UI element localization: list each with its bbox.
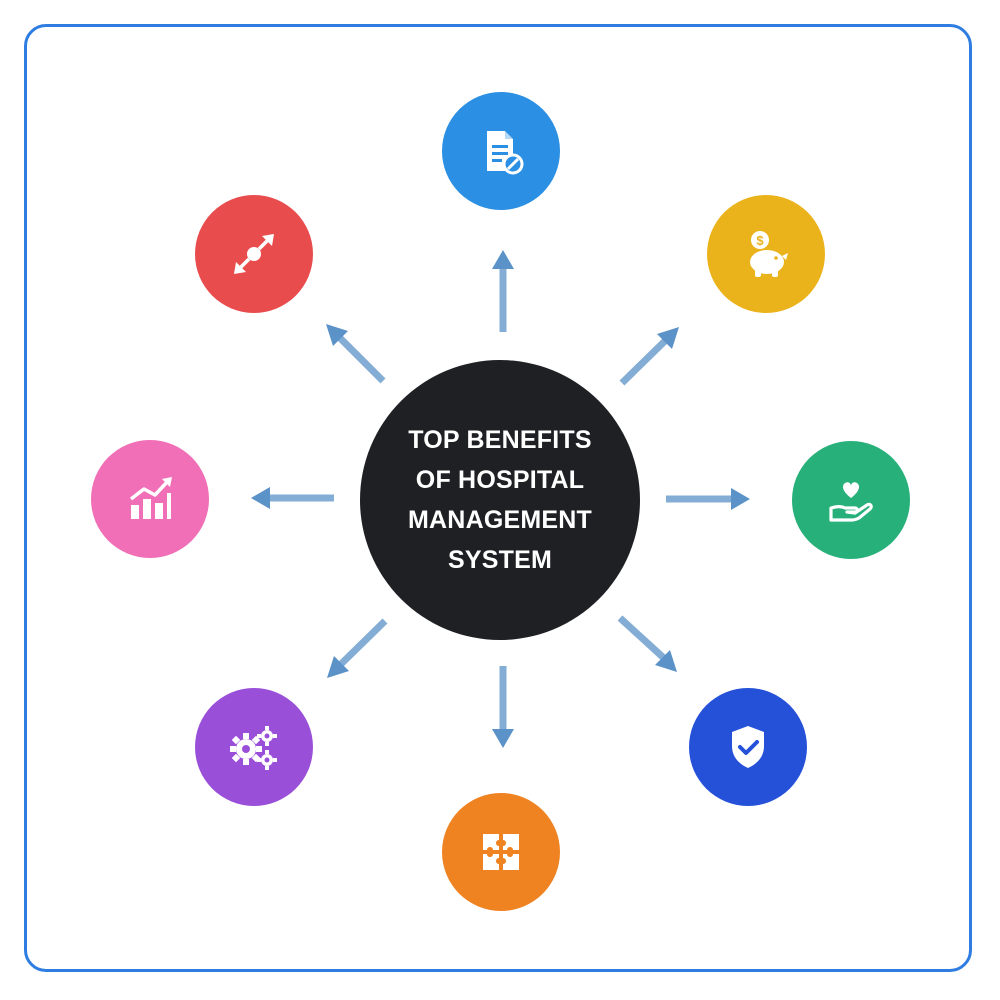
security-node [689, 688, 807, 806]
document-node [442, 92, 560, 210]
center-title: TOP BENEFITS OF HOSPITAL MANAGEMENT SYST… [408, 426, 592, 574]
arrow-top-left [326, 324, 386, 384]
integration-node [442, 793, 560, 911]
arrow-right [666, 488, 750, 510]
gears-icon [230, 726, 277, 770]
heart-hand-icon [829, 482, 873, 522]
arrow-bottom-right [617, 615, 677, 672]
piggy-bank-icon: $ [750, 231, 788, 277]
scalability-node [195, 195, 313, 313]
growth-node [91, 440, 209, 558]
arrow-left [251, 487, 334, 509]
automation-node [195, 688, 313, 806]
arrow-bottom [492, 666, 514, 748]
puzzle-icon [483, 834, 519, 870]
svg-text:$: $ [756, 233, 764, 248]
shield-check-icon [732, 726, 764, 768]
growth-chart-icon [129, 477, 172, 519]
savings-node: $ [707, 195, 825, 313]
arrow-top-right [619, 327, 679, 386]
care-node [792, 441, 910, 559]
arrow-top [492, 250, 514, 332]
arrow-bottom-left [327, 618, 388, 678]
center-hub: TOP BENEFITS OF HOSPITAL MANAGEMENT SYST… [360, 360, 640, 640]
expand-arrows-icon [234, 234, 274, 274]
document-block-icon [487, 131, 524, 175]
